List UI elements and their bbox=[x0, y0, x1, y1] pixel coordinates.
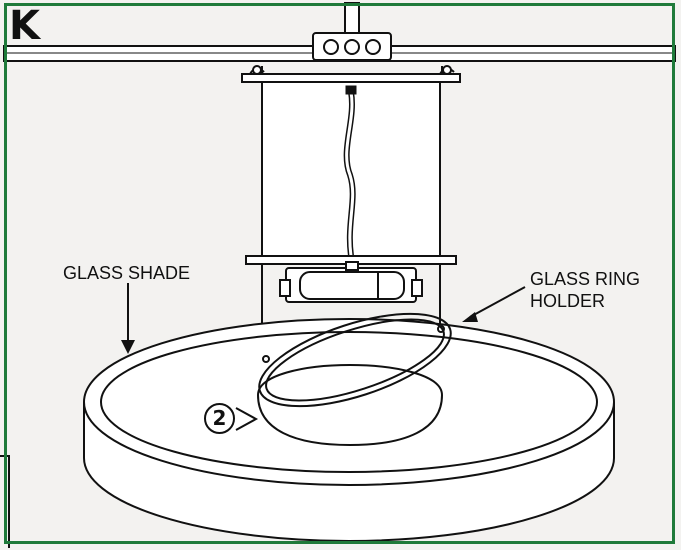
step-number-badge: 2 bbox=[204, 403, 235, 434]
glass-ring-holder-label: GLASS RING HOLDER bbox=[530, 268, 640, 312]
shade-opening bbox=[256, 364, 444, 447]
step-letter: K bbox=[9, 3, 40, 49]
glass-ring-holder bbox=[258, 312, 452, 408]
wire bbox=[343, 85, 357, 263]
callout-leaders bbox=[121, 283, 526, 431]
socket-assembly bbox=[279, 261, 423, 303]
glass-ring-holder-text-line1: GLASS RING bbox=[530, 269, 641, 289]
junction-box bbox=[312, 2, 392, 61]
glass-shade-text: GLASS SHADE bbox=[63, 263, 191, 283]
step-frame bbox=[4, 3, 675, 544]
glass-shade-label: GLASS SHADE bbox=[63, 262, 190, 284]
glass-ring-holder-text-line2: HOLDER bbox=[530, 291, 606, 311]
